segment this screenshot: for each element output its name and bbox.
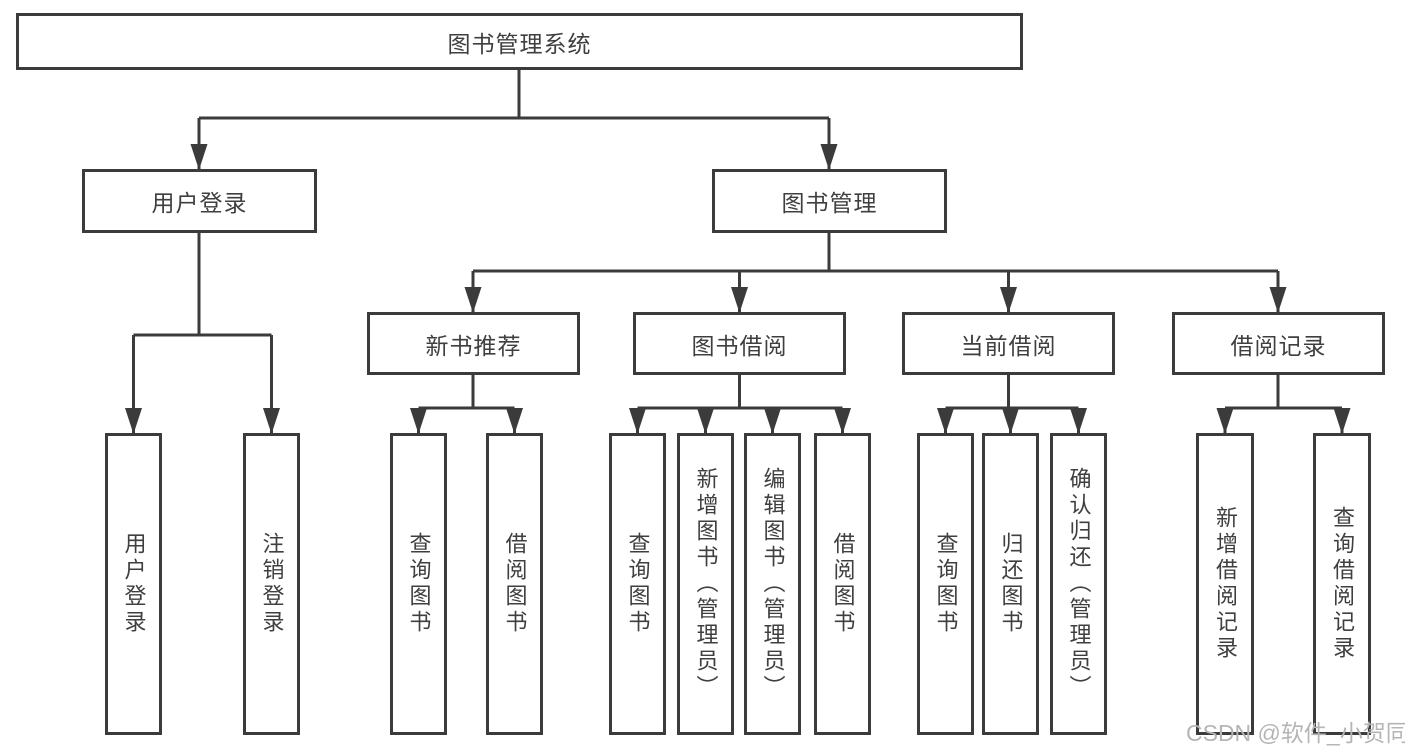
leaf-confirm-return-admin: 确认归还（管理员）	[1050, 433, 1107, 735]
leaf-add-borrow-record-label: 新增借阅记录	[1213, 506, 1238, 662]
node-book-management-label: 图书管理	[781, 190, 878, 216]
node-current-borrowing: 当前借阅	[902, 312, 1115, 375]
leaf-query-books-3: 查询图书	[917, 433, 974, 735]
leaf-query-books-3-label: 查询图书	[933, 532, 959, 636]
leaf-add-books-admin-label: 新增图书（管理员）	[693, 467, 719, 701]
leaf-user-login-label: 用户登录	[121, 532, 147, 636]
node-new-book-recommend: 新书推荐	[367, 312, 580, 375]
leaf-query-books-2-label: 查询图书	[625, 532, 651, 636]
connector-records-to-leaves	[1216, 375, 1351, 434]
node-root-label: 图书管理系统	[447, 30, 592, 57]
connector-root-to-level2	[190, 69, 838, 170]
leaf-return-books: 归还图书	[982, 433, 1039, 735]
leaf-add-borrow-record: 新增借阅记录	[1196, 433, 1254, 735]
leaf-query-borrow-record: 查询借阅记录	[1313, 433, 1371, 735]
leaf-logout: 注销登录	[243, 433, 300, 735]
node-borrowing-records: 借阅记录	[1172, 312, 1385, 375]
leaf-edit-books-admin-label: 编辑图书（管理员）	[760, 467, 786, 701]
leaf-borrow-books-1: 借阅图书	[486, 433, 543, 735]
connector-user-login-to-leaves	[125, 233, 280, 434]
node-book-borrowing-label: 图书借阅	[691, 332, 788, 359]
node-borrowing-records-label: 借阅记录	[1230, 332, 1327, 359]
leaf-query-books-1-label: 查询图书	[406, 532, 432, 636]
leaf-borrow-books-1-label: 借阅图书	[502, 532, 528, 636]
node-root: 图书管理系统	[16, 13, 1023, 70]
connector-book-borrow-to-leaves	[629, 375, 851, 434]
leaf-edit-books-admin: 编辑图书（管理员）	[744, 433, 801, 735]
node-user-login: 用户登录	[82, 169, 317, 233]
node-book-borrowing: 图书借阅	[633, 312, 846, 375]
leaf-return-books-label: 归还图书	[998, 532, 1024, 636]
leaf-user-login: 用户登录	[105, 433, 162, 735]
leaf-borrow-books-2-label: 借阅图书	[830, 532, 856, 636]
node-book-management: 图书管理	[712, 169, 947, 233]
node-current-borrowing-label: 当前借阅	[960, 332, 1057, 359]
node-user-login-label: 用户登录	[151, 190, 248, 216]
leaf-query-borrow-record-label: 查询借阅记录	[1330, 506, 1355, 662]
connector-new-book-to-leaves	[410, 375, 523, 434]
leaf-confirm-return-admin-label: 确认归还（管理员）	[1066, 467, 1092, 701]
connector-current-borrow-to-leaves	[937, 375, 1087, 434]
leaf-add-books-admin: 新增图书（管理员）	[677, 433, 734, 735]
leaf-borrow-books-2: 借阅图书	[814, 433, 871, 735]
node-new-book-recommend-label: 新书推荐	[425, 332, 522, 359]
connector-book-management-to-level3	[464, 233, 1287, 313]
leaf-logout-label: 注销登录	[259, 532, 285, 636]
watermark: CSDN @软件_小贺同学	[1186, 720, 1405, 746]
leaf-query-books-2: 查询图书	[609, 433, 666, 735]
leaf-query-books-1: 查询图书	[390, 433, 447, 735]
